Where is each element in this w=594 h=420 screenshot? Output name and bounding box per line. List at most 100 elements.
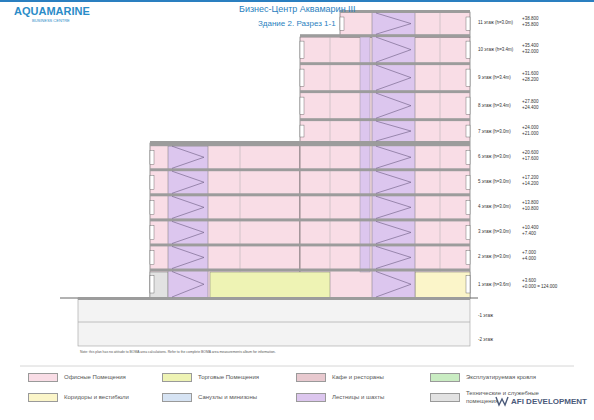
floor-slab (300, 90, 470, 93)
floor-slab (300, 62, 470, 65)
legend-swatch (296, 393, 326, 402)
stair-flight (376, 196, 411, 218)
floor-slab (150, 244, 470, 247)
elevation-mark: +0.000 = 124.000 (522, 284, 557, 289)
window (466, 175, 470, 189)
floor-label: -2 этаж (478, 337, 493, 342)
elevation-mark: +38.800 (522, 16, 538, 21)
floor-label: 6 этаж (h=3.0m) (478, 154, 511, 159)
stair-flight (172, 272, 204, 298)
stair-flight (172, 196, 204, 218)
floor-slab (300, 118, 470, 121)
floor-slab (150, 193, 470, 196)
window (466, 150, 470, 164)
stair-flight (376, 121, 411, 141)
title: Бизнес-Центр Аквамарин III (239, 4, 356, 15)
elevation-mark: +4.000 (522, 256, 536, 261)
window (300, 125, 304, 137)
stair-flight (376, 13, 411, 34)
legend-text: Кафе и рестораны (332, 374, 424, 381)
window (300, 69, 304, 86)
window (466, 225, 470, 239)
legend-swatch (28, 393, 58, 402)
legend-swatch (28, 373, 58, 382)
window (150, 225, 154, 239)
floor-label: 1 этаж (h=3.6m) (478, 282, 511, 287)
elevation-mark: +10.400 (522, 225, 538, 230)
floor-slab (150, 269, 470, 272)
developer-logo: AFI DEVELOPMENT (511, 397, 587, 407)
window (466, 125, 470, 137)
elevation-mark: +31.600 (522, 71, 538, 76)
window (340, 17, 344, 30)
stair-flight (376, 221, 411, 243)
floor-label: 11 этаж (h=3.0m) (478, 20, 513, 25)
legend-swatch (296, 373, 326, 382)
window (466, 97, 470, 114)
stair-flight (376, 246, 411, 268)
note: Note: this plan has no attitude to BOMA … (80, 350, 276, 354)
floor-label: 7 этаж (h=3.0m) (478, 129, 511, 134)
elevation-mark: +32.000 (522, 49, 538, 54)
elevation-mark: +7.000 (522, 250, 536, 255)
logo-text: AQUAMARINE (14, 5, 90, 18)
elevation-mark: +24.400 (522, 105, 538, 110)
window (466, 69, 470, 86)
stair-flight (376, 146, 411, 168)
floor-label: 5 этаж (h=3.0m) (478, 179, 511, 184)
floor-label: 10 этаж (h=3.4m) (478, 47, 513, 52)
legend-text: Лестницы и шахты (332, 394, 424, 401)
logo-subtitle: BUSINESS CENTRE (32, 19, 70, 24)
stair-flight (172, 146, 204, 168)
floor-label: 3 этаж (h=3.0m) (478, 229, 511, 234)
legend-swatch (430, 393, 460, 402)
elevation-mark: +10.800 (522, 206, 538, 211)
stair-flight (376, 65, 411, 90)
window (150, 276, 154, 294)
floor-label: 2 этаж (h=3.0m) (478, 254, 511, 259)
window (466, 41, 470, 58)
stair-flight (172, 171, 204, 193)
window (300, 41, 304, 58)
stair-flight (172, 246, 204, 268)
stair-flight (376, 37, 411, 62)
window (150, 250, 154, 264)
floor-slab (150, 218, 470, 221)
elevation-mark: +21.000 (522, 131, 538, 136)
legend-text: Офисные Помещения (64, 374, 156, 381)
elevation-mark: +17.200 (522, 175, 538, 180)
window (300, 97, 304, 114)
floor-slab (300, 34, 470, 37)
floor-label: -1 этаж (478, 313, 493, 318)
elevation-mark: +27.800 (522, 99, 538, 104)
floor-label: 9 этаж (h=3.4m) (478, 75, 511, 80)
floor-slab (150, 141, 470, 146)
elevation-mark: +14.200 (522, 181, 538, 186)
window (466, 200, 470, 214)
elevation-mark: +17.600 (522, 156, 538, 161)
legend-swatch (162, 393, 192, 402)
legend-text: Коридоры и вестибюли (64, 394, 156, 401)
subtitle: Здание 2. Разрез 1-1 (258, 19, 336, 29)
elevation-mark: +7.400 (522, 231, 536, 236)
legend-text: Эксплуатируемая кровля (466, 374, 558, 381)
stair-flight (172, 221, 204, 243)
window (150, 175, 154, 189)
stair-flight (376, 272, 411, 298)
elevation-mark: +3.600 (522, 278, 536, 283)
floor-label: 8 этаж (h=3.4m) (478, 103, 511, 108)
floor-label: 4 этаж (h=3.0m) (478, 204, 511, 209)
elevation-mark: +35.400 (522, 43, 538, 48)
legend-text: Технические и служебные помещения (466, 390, 558, 404)
legend-swatch (430, 373, 460, 382)
elevation-mark: +24.000 (522, 125, 538, 130)
elevation-mark: +28.200 (522, 77, 538, 82)
window (466, 276, 470, 294)
window (150, 150, 154, 164)
window (150, 200, 154, 214)
floor-slab (78, 297, 470, 300)
floor-slab (340, 10, 470, 13)
window (466, 17, 470, 30)
